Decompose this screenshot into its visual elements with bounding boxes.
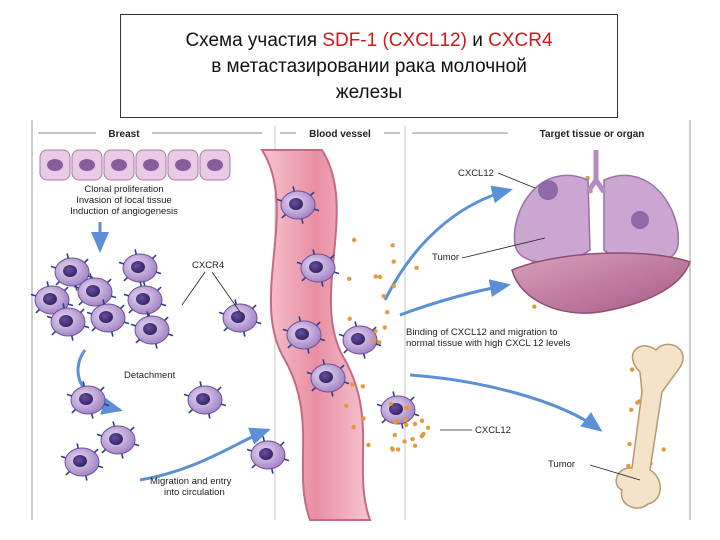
- cxcl12-dot: [378, 275, 382, 279]
- cxcl12-dot: [377, 340, 381, 344]
- arrow-to-lung: [385, 190, 510, 300]
- arrow-migration: [140, 430, 268, 480]
- tumor-cell: [119, 249, 161, 286]
- label-binding-2: normal tissue with high CXCL 12 levels: [406, 338, 571, 349]
- cxcl12-dot: [389, 402, 393, 406]
- tumor-cell: [219, 299, 261, 336]
- label-clonal-2: Invasion of local tissue: [76, 195, 172, 206]
- title-sdf1: SDF-1 (CXCL12): [322, 30, 467, 51]
- label-migration-2: into circulation: [164, 487, 225, 498]
- label-tumor-top: Tumor: [432, 252, 459, 263]
- title-box: Схема участия SDF-1 (CXCL12) и CXCR4 в м…: [120, 14, 618, 118]
- cxcl12-dot: [382, 294, 386, 298]
- label-binding-1: Binding of CXCL12 and migration to: [406, 327, 558, 338]
- cxcl12-dot: [405, 406, 409, 410]
- cxcl12-dot: [404, 417, 408, 421]
- cxcl12-dot: [627, 442, 631, 446]
- cxcl12-dot: [361, 384, 365, 388]
- cxcl12-dot: [393, 433, 397, 437]
- tumor-cell: [97, 421, 139, 458]
- cxcl12-dot: [410, 437, 414, 441]
- cxcl12-dot: [391, 447, 395, 451]
- cxcl12-dot: [396, 447, 400, 451]
- cxcl12-dot: [348, 317, 352, 321]
- title-line-3: железы: [121, 81, 617, 105]
- cxcl12-dot: [361, 416, 365, 420]
- label-cxcl12-top: CXCL12: [458, 168, 494, 179]
- cxcl12-dot: [351, 425, 355, 429]
- label-tumor-bottom: Tumor: [548, 459, 575, 470]
- cxcl12-dot: [413, 444, 417, 448]
- label-clonal-1: Clonal proliferation: [84, 184, 163, 195]
- cxcl12-dot: [366, 443, 370, 447]
- tumor-cell: [247, 436, 289, 473]
- title-cxcr4: CXCR4: [488, 30, 552, 51]
- cxcl12-dot: [662, 447, 666, 451]
- label-clonal-3: Induction of angiogenesis: [70, 206, 178, 217]
- cxcl12-dot: [635, 400, 639, 404]
- cxcl12-dot: [373, 329, 377, 333]
- cxcl12-dot: [374, 274, 378, 278]
- tumor-cell: [61, 443, 103, 480]
- title-and: и: [467, 30, 488, 51]
- cxcl12-dot: [392, 284, 396, 288]
- cxcl12-dot: [352, 238, 356, 242]
- cxcl12-dot: [390, 243, 394, 247]
- cxcl12-dot: [532, 304, 536, 308]
- tumor-cell: [184, 381, 226, 418]
- label-detachment: Detachment: [124, 370, 176, 381]
- cxcl12-dot: [383, 325, 387, 329]
- cxcl12-dot: [404, 423, 408, 427]
- cxcl12-dot: [347, 277, 351, 281]
- header-vessel-label: Blood vessel: [309, 129, 371, 140]
- header-breast-label: Breast: [108, 129, 140, 140]
- cxcl12-dot: [420, 419, 424, 423]
- header-breast: Breast: [38, 129, 262, 140]
- bone-organ: [616, 344, 683, 508]
- liver-organ: [512, 253, 690, 313]
- title-prefix: Схема участия: [185, 30, 322, 51]
- title-line-2: в метастазировании рака молочной: [121, 55, 617, 79]
- label-migration-1: Migration and entry: [150, 476, 232, 487]
- tumor-cell: [67, 381, 109, 418]
- cxcl12-dot: [414, 266, 418, 270]
- lung-organ: [514, 150, 678, 263]
- cxcl12-dot: [426, 426, 430, 430]
- header-vessel: Blood vessel: [280, 129, 400, 140]
- cxcl12-dot: [344, 404, 348, 408]
- cxcl12-dot: [420, 434, 424, 438]
- cxcl12-dot: [385, 310, 389, 314]
- cxcl12-dot: [630, 367, 634, 371]
- arrow-to-liver: [400, 285, 508, 315]
- title-line-1: Схема участия SDF-1 (CXCL12) и CXCR4: [121, 29, 617, 53]
- breast-epithelium: [40, 150, 230, 180]
- cxcl12-dot: [402, 439, 406, 443]
- cxcl12-dot: [371, 338, 375, 342]
- tumor-cell: [131, 311, 173, 348]
- tumor-cell: [124, 281, 166, 318]
- cxcl12-dot: [413, 422, 417, 426]
- cxcl12-dot: [629, 408, 633, 412]
- arrow-to-bone: [410, 375, 600, 430]
- cxcl12-dot: [350, 382, 354, 386]
- cxcl12-dot: [393, 420, 397, 424]
- cxcl12-dot: [392, 259, 396, 263]
- header-target: Target tissue or organ: [412, 129, 644, 140]
- header-target-label: Target tissue or organ: [540, 129, 645, 140]
- label-cxcl12-bottom: CXCL12: [475, 425, 511, 436]
- label-cxcr4: CXCR4: [192, 260, 224, 271]
